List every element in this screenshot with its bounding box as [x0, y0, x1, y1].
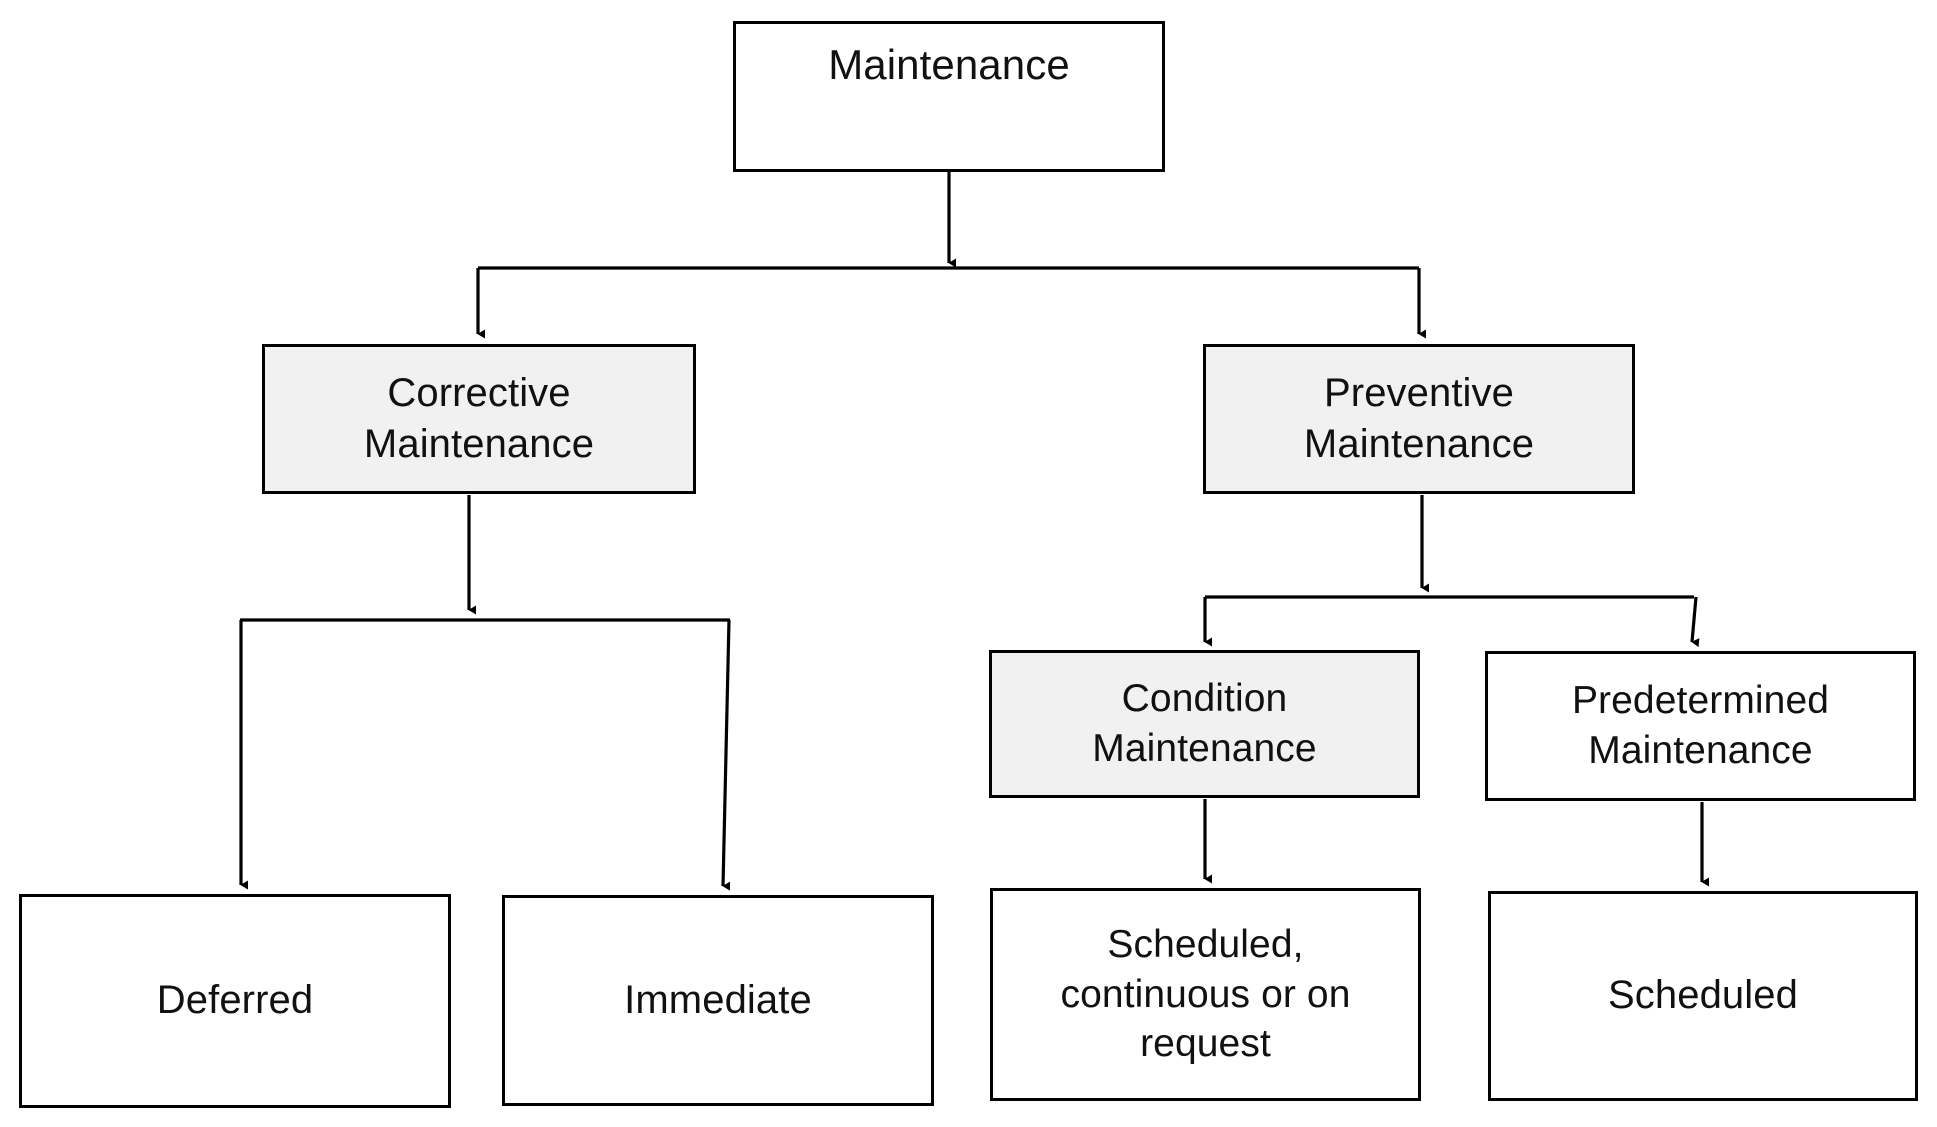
- node-deferred-label: Deferred: [156, 978, 314, 1023]
- node-scheduled-label: Scheduled: [1608, 973, 1798, 1018]
- node-maintenance-label: Maintenance: [828, 41, 1070, 88]
- node-scheduled-continuous-line1: Scheduled,: [1107, 922, 1304, 966]
- edge-corrective-split: [240, 495, 730, 622]
- node-predetermined-maintenance-line1: Predetermined: [1571, 679, 1830, 723]
- node-preventive-maintenance[interactable]: Preventive Maintenance: [1203, 344, 1635, 494]
- node-scheduled-continuous-label: Scheduled, continuous or on request: [993, 920, 1418, 1070]
- node-corrective-maintenance[interactable]: Corrective Maintenance: [262, 344, 696, 494]
- edge-maintenance-to-split: [478, 172, 1419, 270]
- node-corrective-maintenance-label: Corrective Maintenance: [265, 368, 693, 470]
- node-scheduled-continuous-line2: continuous or on: [1060, 972, 1351, 1016]
- node-immediate-label: Immediate: [624, 977, 812, 1022]
- node-immediate[interactable]: Immediate: [502, 895, 934, 1106]
- node-preventive-maintenance-line2: Maintenance: [1303, 422, 1535, 466]
- node-corrective-maintenance-line1: Corrective: [387, 370, 571, 415]
- node-preventive-maintenance-line1: Preventive: [1324, 370, 1514, 415]
- node-condition-maintenance-line1: Condition: [1121, 677, 1288, 721]
- node-predetermined-maintenance-label: Predetermined Maintenance: [1488, 676, 1913, 776]
- node-condition-maintenance[interactable]: Condition Maintenance: [989, 650, 1420, 798]
- node-condition-maintenance-line2: Maintenance: [1092, 727, 1317, 770]
- node-maintenance[interactable]: Maintenance: [733, 21, 1165, 172]
- node-scheduled-continuous-line3: request: [1140, 1022, 1271, 1066]
- edge-preventive-split: [1205, 495, 1694, 599]
- node-condition-maintenance-label: Condition Maintenance: [992, 674, 1417, 774]
- node-corrective-maintenance-line2: Maintenance: [363, 422, 595, 466]
- edge-preventive-to-predetermined: [1690, 596, 1700, 648]
- node-scheduled-continuous-or-on-request[interactable]: Scheduled, continuous or on request: [990, 888, 1421, 1101]
- node-predetermined-maintenance-line2: Maintenance: [1588, 729, 1813, 772]
- node-deferred[interactable]: Deferred: [19, 894, 451, 1108]
- edge-corrective-to-immediate: [721, 619, 731, 891]
- node-scheduled[interactable]: Scheduled: [1488, 891, 1918, 1101]
- node-predetermined-maintenance[interactable]: Predetermined Maintenance: [1485, 651, 1916, 801]
- node-preventive-maintenance-label: Preventive Maintenance: [1206, 368, 1632, 470]
